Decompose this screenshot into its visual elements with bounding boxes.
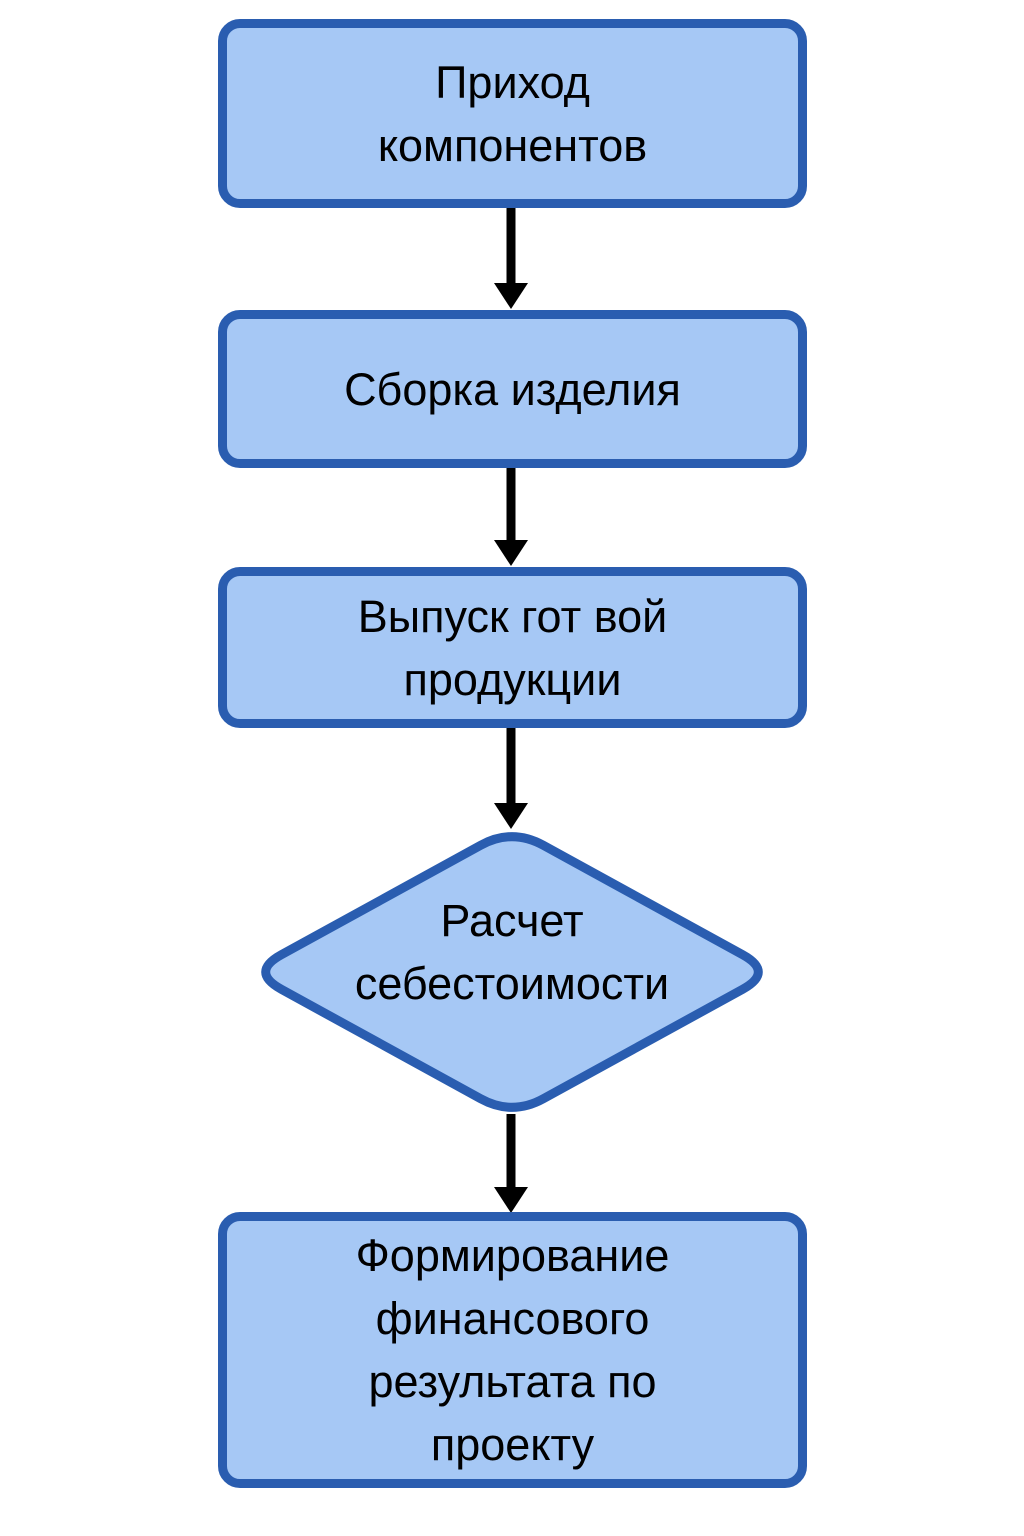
flow-arrow-4 <box>494 1114 528 1213</box>
node-prikhod-komponentov: Приход компонентов <box>218 19 807 208</box>
node-vypusk-gotovoy-produktsii: Выпуск гот вой продукции <box>218 567 807 728</box>
flow-arrow-3 <box>494 726 528 829</box>
flow-arrow-1 <box>494 206 528 309</box>
arrow-down-icon <box>494 1187 528 1213</box>
node-label: Приход компонентов <box>377 56 648 171</box>
node-label: Расчет себестоимости <box>354 895 670 1009</box>
node-formirovanie-finansovogo-rezultata: Формирование финансового результата по п… <box>218 1212 807 1488</box>
node-label: Выпуск гот вой продукции <box>357 590 668 705</box>
node-label: Сборка изделия <box>344 363 681 415</box>
node-sborka-izdeliya: Сборка изделия <box>218 310 807 468</box>
flow-arrow-2 <box>494 466 528 566</box>
arrow-down-icon <box>494 803 528 829</box>
node-label: Формирование финансового результата по п… <box>355 1230 670 1470</box>
decision-diamond <box>261 832 763 1112</box>
arrow-down-icon <box>494 540 528 566</box>
arrow-down-icon <box>494 283 528 309</box>
node-raschet-sebestoimosti: Расчет себестоимости <box>312 860 712 1044</box>
